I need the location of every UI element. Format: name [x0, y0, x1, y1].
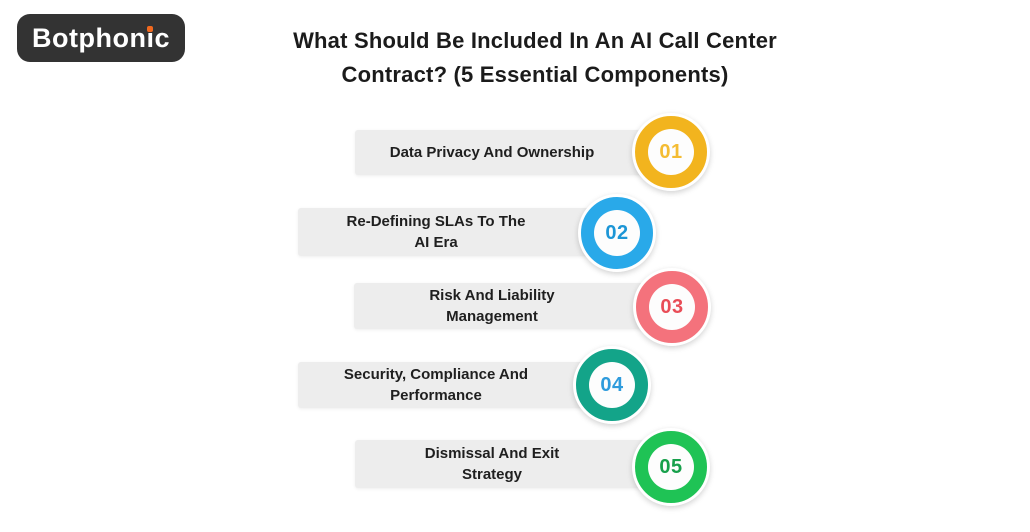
item-number: 04: [589, 362, 635, 408]
item-label: Dismissal And Exit: [424, 445, 560, 462]
item-bar-1: Data Privacy And Ownership: [355, 130, 655, 175]
item-label-line2: Strategy: [461, 466, 523, 483]
item-bar-4: Security, Compliance And Performance: [298, 362, 600, 408]
item-number: 05: [648, 444, 694, 490]
logo-text-post: c: [154, 22, 170, 53]
item-number: 01: [648, 129, 694, 175]
item-number: 02: [594, 210, 640, 256]
page-title-line2: Contract? (5 Essential Components): [341, 62, 729, 87]
item-number: 03: [649, 284, 695, 330]
item-bar-3: Risk And Liability Management: [354, 283, 656, 329]
item-number-badge-4: 04: [573, 346, 651, 424]
item-label: Data Privacy And Ownership: [389, 144, 595, 161]
page-title: What Should Be Included In An AI Call Ce…: [145, 24, 925, 92]
item-bar-5: Dismissal And Exit Strategy: [355, 440, 655, 488]
item-label-line2: Management: [446, 308, 538, 325]
item-bar-2: Re-Defining SLAs To The AI Era: [298, 208, 600, 256]
item-number-badge-1: 01: [632, 113, 710, 191]
item-number-badge-3: 03: [633, 268, 711, 346]
item-label: Security, Compliance And: [343, 366, 529, 383]
item-number-badge-5: 05: [632, 428, 710, 506]
page-title-line1: What Should Be Included In An AI Call Ce…: [293, 28, 777, 53]
logo-letter-i: ı: [146, 22, 155, 53]
item-number-badge-2: 02: [578, 194, 656, 272]
item-label: Risk And Liability: [429, 287, 555, 304]
item-label: Re-Defining SLAs To The: [346, 213, 526, 230]
item-label-line2: AI Era: [414, 234, 458, 251]
logo-text-pre: Botphon: [32, 22, 147, 53]
logo-i-dot: [147, 25, 154, 32]
item-label-line2: Performance: [390, 387, 482, 404]
